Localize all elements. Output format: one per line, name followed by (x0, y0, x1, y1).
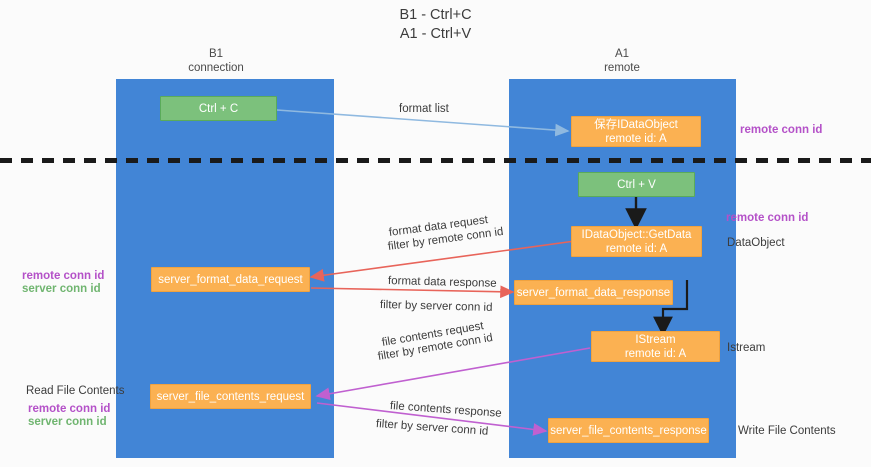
column-header-a1-sub: remote (604, 61, 640, 74)
label-file-contents-response-filter: filter by server conn id (376, 417, 489, 439)
box-ctrl-c[interactable]: Ctrl + C (160, 96, 277, 121)
side-label-left-server-conn-id-mid: server conn id (22, 283, 101, 295)
label-file-contents-response-filter-prefix: filter by (375, 418, 417, 433)
box-istream-line-2: remote id: A (624, 347, 687, 360)
label-format-data-response-filter-prefix: filter by (379, 299, 421, 313)
box-server-format-data-response-label: server_format_data_response (516, 286, 671, 299)
side-label-remote-conn-id-mid: remote conn id (726, 212, 809, 224)
box-idataobject-getdata[interactable]: IDataObject::GetData remote id: A (571, 226, 702, 257)
box-istream[interactable]: IStream remote id: A (591, 331, 720, 362)
box-server-format-data-request[interactable]: server_format_data_request (151, 267, 310, 292)
column-header-b1-sub: connection (188, 61, 244, 74)
title-line-2: A1 - Ctrl+V (399, 26, 472, 42)
side-label-dataobject: DataObject (727, 237, 785, 249)
label-format-data-request-filter-prefix: filter by (387, 235, 429, 253)
box-idataobject[interactable]: 保存IDataObject remote id: A (571, 116, 701, 147)
box-server-file-contents-request-label: server_file_contents_request (156, 390, 305, 403)
side-label-istream: Istream (727, 342, 766, 354)
box-server-format-data-response[interactable]: server_format_data_response (514, 280, 673, 305)
box-getdata-line-2: remote id: A (605, 242, 668, 255)
box-getdata-line-1: IDataObject::GetData (581, 228, 692, 241)
title-line-1: B1 - Ctrl+C (399, 7, 472, 23)
side-label-remote-conn-id-top: remote conn id (740, 124, 823, 136)
box-server-file-contents-response[interactable]: server_file_contents_response (548, 418, 709, 443)
column-header-a1-name: A1 (614, 48, 630, 60)
label-file-contents-response-filter-value: server conn id (415, 420, 489, 438)
side-label-left-remote-conn-id-bottom: remote conn id (28, 403, 111, 415)
side-label-left-server-conn-id-bottom: server conn id (28, 416, 107, 428)
box-idataobject-line-2: remote id: A (605, 132, 667, 145)
column-header-a1: A1 remote (522, 48, 722, 75)
label-format-data-response-filter-value: server conn id (420, 300, 493, 314)
box-server-format-data-request-label: server_format_data_request (158, 273, 303, 286)
box-idataobject-line-1: 保存IDataObject (594, 118, 678, 131)
label-format-data-response: format data response (387, 275, 497, 290)
box-istream-line-1: IStream (635, 333, 676, 346)
label-format-list: format list (399, 103, 449, 115)
box-ctrl-v[interactable]: Ctrl + V (578, 172, 695, 197)
side-label-read-file-contents: Read File Contents (26, 385, 125, 397)
side-label-write-file-contents: Write File Contents (738, 425, 836, 437)
box-server-file-contents-request[interactable]: server_file_contents_request (150, 384, 311, 409)
label-format-data-response-filter: filter by server conn id (380, 298, 493, 315)
label-file-contents-response: file contents response (389, 400, 503, 420)
section-divider (0, 158, 871, 163)
column-header-b1-name: B1 (208, 48, 224, 60)
page-title: B1 - Ctrl+C A1 - Ctrl+V (0, 6, 871, 44)
box-ctrl-c-label: Ctrl + C (198, 102, 239, 115)
column-header-b1: B1 connection (116, 48, 316, 75)
side-label-left-remote-conn-id-mid: remote conn id (22, 270, 105, 282)
box-ctrl-v-label: Ctrl + V (617, 178, 656, 191)
box-server-file-contents-response-label: server_file_contents_response (550, 424, 707, 437)
